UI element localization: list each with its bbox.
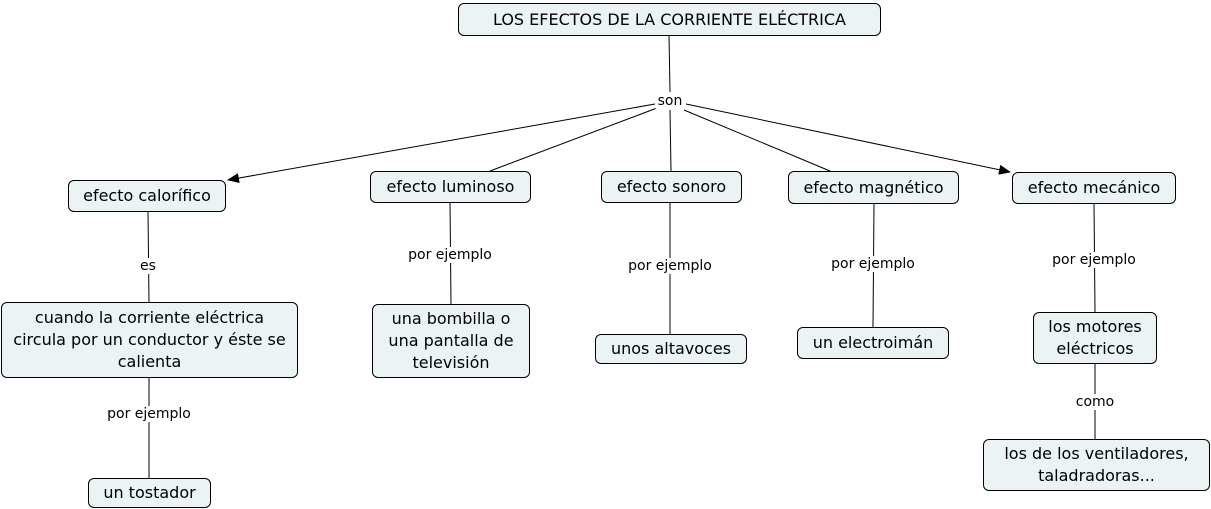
link-label-por-ejemplo-calorifico: por ejemplo	[105, 406, 193, 422]
node-electroiman[interactable]: un electroimán	[797, 327, 949, 359]
node-un-tostador[interactable]: un tostador	[88, 478, 211, 508]
link-label-son: son	[655, 93, 685, 109]
link-label-como: como	[1073, 394, 1117, 410]
node-efecto-calorifico[interactable]: efecto calorífico	[68, 180, 226, 212]
node-efecto-mecanico[interactable]: efecto mecánico	[1012, 172, 1176, 204]
node-altavoces[interactable]: unos altavoces	[595, 334, 747, 364]
link-label-por-ejemplo-magnetico: por ejemplo	[829, 256, 917, 272]
line-son-luminoso	[489, 107, 658, 172]
line-title-son	[668, 34, 671, 93]
link-label-es: es	[138, 258, 158, 274]
node-bombilla[interactable]: una bombilla o una pantalla de televisió…	[372, 304, 530, 378]
link-label-por-ejemplo-mecanico: por ejemplo	[1050, 252, 1138, 268]
line-son-sonoro	[669, 109, 672, 172]
link-label-por-ejemplo-sonoro: por ejemplo	[626, 258, 714, 274]
node-efecto-luminoso[interactable]: efecto luminoso	[370, 171, 531, 203]
node-calorifico-description[interactable]: cuando la corriente eléctrica circula po…	[1, 302, 298, 378]
node-ventiladores[interactable]: los de los ventiladores, taladradoras...	[983, 439, 1210, 491]
node-efecto-magnetico[interactable]: efecto magnético	[788, 171, 959, 204]
title-node[interactable]: LOS EFECTOS DE LA CORRIENTE ELÉCTRICA	[458, 3, 881, 36]
line-son-calorifico	[227, 103, 656, 183]
line-son-magnetico	[683, 109, 831, 172]
node-efecto-sonoro[interactable]: efecto sonoro	[601, 171, 742, 203]
node-motores[interactable]: los motores eléctricos	[1033, 312, 1157, 364]
line-calorifico-desc	[147, 210, 150, 303]
link-label-por-ejemplo-luminoso: por ejemplo	[406, 247, 494, 263]
line-son-mecanico	[685, 103, 1011, 175]
